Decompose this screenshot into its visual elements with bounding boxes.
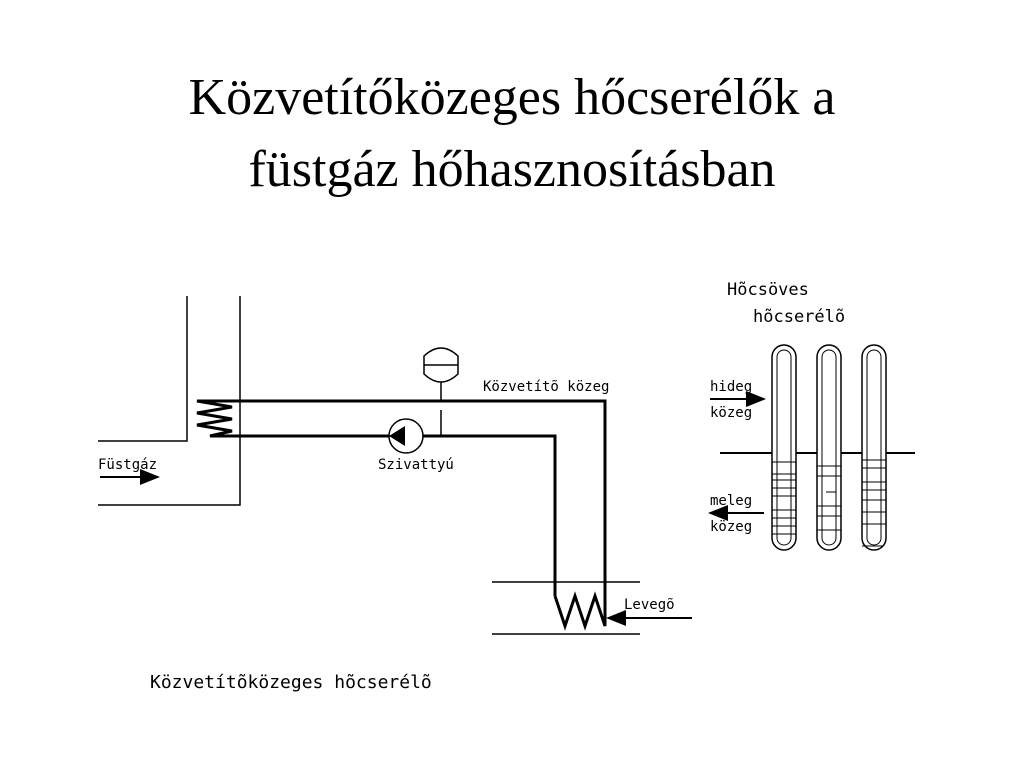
warm-medium-label-1: meleg [710, 493, 752, 509]
air-coil [553, 591, 607, 631]
heat-pipe [771, 344, 797, 551]
air-label: Levegõ [624, 597, 675, 613]
heatpipe-title-line-1: Hõcsöves [727, 280, 809, 300]
flue-gas-coil [196, 399, 240, 438]
cold-medium-label-1: hideg [710, 379, 752, 395]
heatpipe-title-line-2: hõcserélõ [753, 307, 845, 327]
title-line-2: füstgáz hőhasznosításban [248, 141, 776, 198]
pump-icon [388, 410, 442, 454]
cold-medium-label-2: közeg [710, 405, 752, 421]
diagram-caption: Közvetítõközeges hõcserélõ [150, 672, 432, 693]
medium-label: Közvetítõ közeg [483, 379, 609, 395]
flue-gas-label: Füstgáz [98, 457, 157, 473]
heat-pipe-bank [720, 344, 915, 551]
warm-medium-label-2: közeg [710, 519, 752, 535]
flue-gas-duct [98, 296, 241, 506]
pump-label: Szivattyú [378, 457, 454, 473]
heat-pipe [816, 344, 842, 551]
air-duct [492, 581, 640, 635]
medium-piping [240, 399, 607, 596]
title-line-1: Közvetítőközeges hőcserélők a [188, 69, 836, 126]
slide-title: Közvetítőközeges hőcserélők a füstgáz hő… [0, 62, 1024, 206]
expansion-tank [423, 347, 459, 401]
heat-pipe [861, 344, 887, 551]
